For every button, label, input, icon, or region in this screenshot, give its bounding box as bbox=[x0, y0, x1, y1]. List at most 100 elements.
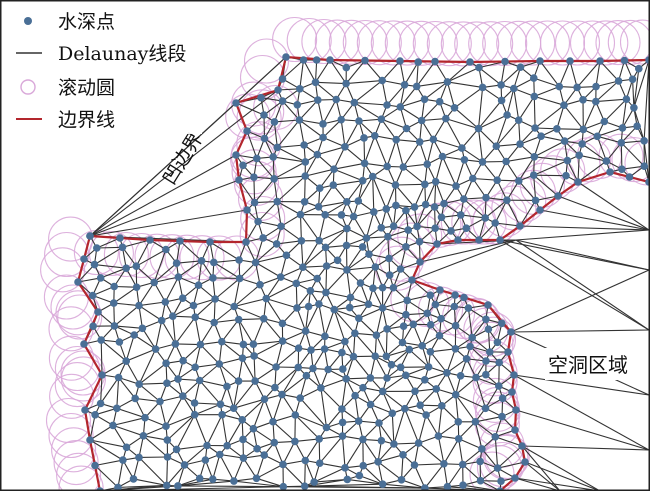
delaunay-segment bbox=[377, 443, 395, 463]
depth-point bbox=[338, 432, 347, 440]
delaunay-segment bbox=[515, 229, 649, 241]
depth-point bbox=[469, 174, 477, 183]
delaunay-segment bbox=[199, 363, 220, 381]
depth-point bbox=[435, 97, 444, 106]
depth-point bbox=[431, 300, 440, 309]
depth-point bbox=[230, 477, 238, 485]
delaunay-segment bbox=[302, 240, 320, 268]
delaunay-segment bbox=[533, 96, 536, 129]
depth-point bbox=[179, 392, 187, 400]
delaunay-segment bbox=[300, 240, 304, 268]
delaunay-segment bbox=[209, 241, 240, 261]
delaunay-segment bbox=[463, 198, 486, 219]
delaunay-segment bbox=[200, 344, 220, 365]
depth-point bbox=[442, 114, 450, 123]
delaunay-segment bbox=[467, 308, 473, 338]
depth-point bbox=[478, 445, 486, 453]
delaunay-segment bbox=[438, 421, 459, 437]
delaunay-segment bbox=[534, 156, 568, 162]
depth-point bbox=[262, 294, 271, 303]
delaunay-segment bbox=[213, 261, 240, 279]
delaunay-segment bbox=[176, 444, 208, 450]
delaunay-segment bbox=[318, 303, 326, 337]
depth-point bbox=[322, 423, 331, 432]
delaunay-segment bbox=[477, 87, 484, 129]
delaunay-segment bbox=[112, 425, 127, 448]
depth-point bbox=[478, 158, 487, 166]
depth-point bbox=[260, 314, 268, 323]
rolling-circle bbox=[472, 199, 518, 245]
depth-point bbox=[232, 99, 240, 107]
delaunay-segment bbox=[125, 348, 156, 362]
delaunay-segment bbox=[194, 344, 201, 368]
delaunay-segment bbox=[92, 285, 115, 297]
delaunay-segment bbox=[254, 366, 277, 382]
delaunay-segment bbox=[362, 439, 379, 463]
depth-point bbox=[330, 165, 338, 173]
delaunay-segment bbox=[214, 319, 239, 324]
depth-point bbox=[342, 63, 351, 72]
depth-point bbox=[223, 382, 231, 391]
delaunay-segment bbox=[475, 421, 496, 438]
depth-point bbox=[278, 97, 287, 105]
depth-point bbox=[640, 137, 648, 145]
depth-point bbox=[304, 302, 313, 311]
delaunay-segment bbox=[455, 394, 459, 422]
depth-point bbox=[426, 320, 435, 329]
delaunay-segment bbox=[533, 174, 559, 197]
delaunay-segment bbox=[382, 307, 407, 316]
depth-point bbox=[90, 260, 99, 269]
delaunay-segment bbox=[273, 442, 284, 465]
delaunay-segment bbox=[319, 168, 335, 189]
depth-point bbox=[596, 57, 604, 65]
delaunay-segment bbox=[238, 319, 254, 345]
rolling-circle bbox=[619, 19, 649, 65]
delaunay-segment bbox=[221, 414, 228, 446]
delaunay-segment bbox=[318, 214, 326, 241]
rolling-circle bbox=[51, 427, 97, 473]
delaunay-segment bbox=[524, 461, 599, 490]
delaunay-segment bbox=[533, 160, 568, 176]
delaunay-segment bbox=[206, 414, 223, 446]
delaunay-segment bbox=[322, 119, 342, 138]
depth-point bbox=[497, 96, 506, 105]
depth-point bbox=[402, 124, 411, 133]
depth-point bbox=[86, 232, 94, 240]
delaunay-segment bbox=[172, 305, 194, 317]
depth-point bbox=[356, 279, 365, 287]
depth-point bbox=[355, 117, 363, 125]
delaunay-segment bbox=[353, 356, 371, 379]
delaunay-segment bbox=[495, 436, 523, 447]
rolling-circle bbox=[48, 216, 94, 262]
depth-point bbox=[450, 302, 459, 311]
depth-point bbox=[195, 474, 204, 483]
depth-point bbox=[306, 287, 315, 295]
depth-point bbox=[452, 182, 460, 190]
delaunay-segment bbox=[535, 195, 559, 201]
delaunay-segment bbox=[364, 162, 388, 167]
depth-point bbox=[515, 177, 523, 185]
depth-point bbox=[405, 345, 414, 354]
delaunay-segment bbox=[274, 119, 300, 123]
delaunay-segment bbox=[242, 357, 256, 382]
depth-point bbox=[530, 74, 538, 82]
delaunay-segment bbox=[495, 119, 520, 147]
depth-point bbox=[135, 380, 143, 389]
depth-point bbox=[195, 376, 204, 385]
depth-point bbox=[209, 274, 217, 282]
delaunay-segment bbox=[494, 199, 508, 224]
delaunay-segment bbox=[263, 318, 284, 342]
depth-point bbox=[481, 214, 490, 222]
delaunay-segment bbox=[359, 475, 383, 485]
depth-point bbox=[279, 482, 288, 490]
delaunay-segment bbox=[437, 405, 443, 437]
depth-point bbox=[476, 457, 484, 466]
depth-point bbox=[368, 172, 377, 181]
depth-point bbox=[443, 482, 452, 490]
delaunay-segment bbox=[273, 178, 278, 202]
delaunay-segment bbox=[458, 438, 483, 450]
depth-point bbox=[321, 211, 329, 219]
depth-point bbox=[592, 97, 600, 106]
delaunay-segment bbox=[513, 374, 649, 396]
delaunay-segment bbox=[282, 322, 306, 332]
